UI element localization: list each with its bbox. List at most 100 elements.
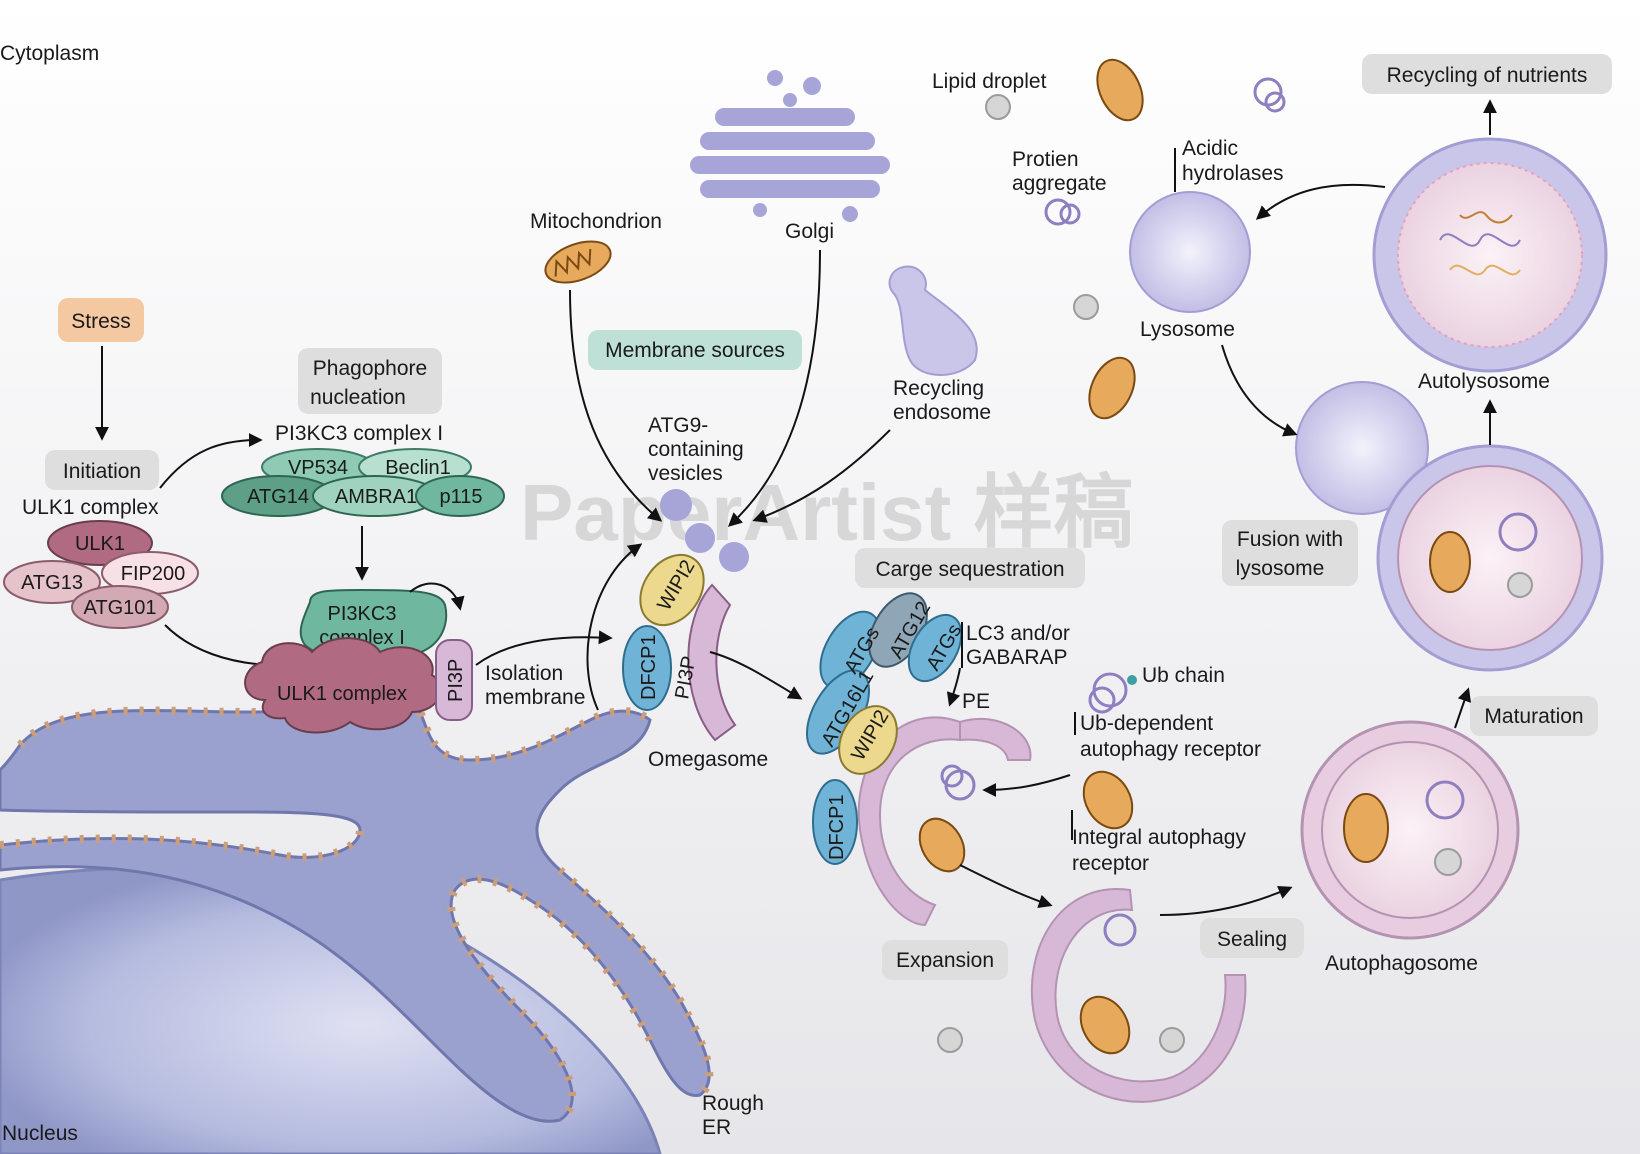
lc3-line1: LC3 and/or <box>966 622 1070 645</box>
rough-er-label-line2: ER <box>702 1116 731 1139</box>
p115-oval <box>415 475 505 517</box>
atg14-text: ATG14 <box>247 486 309 508</box>
golgi-to-vesicles-arrow <box>727 249 821 527</box>
omegasome-label: Omegasome <box>648 748 768 771</box>
stress-badge: Stress <box>58 298 144 342</box>
ulk1-cloud-text: ULK1 complex <box>277 683 407 705</box>
initiation-label: Initiation <box>63 460 141 483</box>
expansion-cargo <box>918 764 976 873</box>
atg9-vesicle-3 <box>719 542 749 572</box>
atg9-line1: ATG9- <box>648 414 708 437</box>
atgs-oval-2 <box>907 613 963 683</box>
atg101-text: ATG101 <box>84 597 157 619</box>
atg101-oval <box>71 585 169 629</box>
rough-er-label-line1: Rough <box>702 1092 764 1115</box>
atg9-line2: containing <box>648 438 744 461</box>
phagophore-nucleation-line1: Phagophore <box>313 357 427 380</box>
rough-er <box>0 695 714 1124</box>
recycling-endosome-line1: Recycling <box>893 377 984 400</box>
beclin1-text: Beclin1 <box>385 457 451 479</box>
dfcp1-text-expansion: DFCP1 <box>826 794 848 860</box>
ulk1-complex-group: ULK1 ATG13 FIP200 ATG101 <box>3 520 199 629</box>
initiation-to-nucleation-arrow <box>159 433 263 489</box>
atg13-text: ATG13 <box>21 572 83 594</box>
mito-to-vesicles-arrow <box>569 289 663 522</box>
cargo-sequestration-badge: Carge sequestration <box>855 548 1085 588</box>
pi3p-to-omegasome-arrow <box>475 630 613 666</box>
dfcp1-oval-omegasome <box>622 625 672 711</box>
mitochondrion-top <box>544 240 612 284</box>
recycling-badge: Recycling of nutrients <box>1362 54 1612 94</box>
fusion-badge: Fusion with lysosome <box>1222 520 1358 586</box>
mitochondrion-mid <box>1088 356 1136 420</box>
protein-aggregate-top <box>1253 77 1286 113</box>
cargo-to-phagophore-arrow <box>982 774 1071 797</box>
fusion-line2: lysosome <box>1236 557 1325 580</box>
nucleus-label: Nucleus <box>2 1122 78 1145</box>
ub-receptor-line1: Ub-dependent <box>1080 712 1213 735</box>
vps34-text: VP534 <box>288 457 348 479</box>
endosome-to-vesicles-arrow <box>752 429 891 523</box>
pi3p-tag-er-text: PI3P <box>445 659 467 702</box>
lipid-droplet-mid <box>1073 294 1099 320</box>
pi3kc3-box-line1: PI3KC3 <box>328 603 397 625</box>
maturation-badge: Maturation <box>1470 696 1598 736</box>
fusion-vesicle <box>1376 444 1604 672</box>
dfcp1-text-omegasome: DFCP1 <box>638 634 660 700</box>
ulk1-text: ULK1 <box>75 533 125 555</box>
atg13-oval <box>3 560 101 604</box>
pi3kc3-complex-title: PI3KC3 complex I <box>275 422 443 445</box>
cargo-mitochondrion-receptor <box>1082 770 1134 830</box>
wipi2-oval-expansion <box>838 705 898 775</box>
lysosome-label: Lysosome <box>1140 318 1235 341</box>
membrane-sources-badge: Membrane sources <box>588 330 802 370</box>
sealing-phagophore <box>1030 888 1247 1103</box>
autolysosome <box>1372 137 1608 373</box>
fusion-lysosome <box>1295 381 1429 515</box>
ambra1-text: AMBRA1 <box>335 486 417 508</box>
autolysosome-to-lysosome-arrow <box>1255 183 1386 220</box>
dfcp1-oval-expansion <box>812 779 858 865</box>
isolation-membrane-curve <box>586 543 643 711</box>
mitochondrion-top-right <box>1096 58 1144 122</box>
omegasome-to-expansion-arrow <box>709 651 803 700</box>
protein-aggregate-mid <box>1044 198 1081 226</box>
sealing-droplet <box>937 1027 963 1053</box>
atg9-vesicle-1 <box>660 489 692 521</box>
lipid-droplet <box>985 94 1011 120</box>
sealing-to-autophagosome-arrow <box>1159 885 1293 916</box>
phagophore-nucleation-line2: nucleation <box>310 386 406 409</box>
ulk1-cloud: ULK1 complex <box>244 637 443 734</box>
sealing-badge: Sealing <box>1200 918 1304 958</box>
atg9-line3: vesicles <box>648 462 723 485</box>
lipid-droplet-label: Lipid droplet <box>932 70 1047 93</box>
recycling-endosome <box>888 265 978 376</box>
autophagosome-label: Autophagosome <box>1325 952 1478 975</box>
recycling-label: Recycling of nutrients <box>1387 64 1588 87</box>
lysosome-to-fusion-arrow <box>1221 344 1298 437</box>
autophagosome <box>1300 720 1520 940</box>
pe-label: PE <box>962 690 990 713</box>
expansion-label: Expansion <box>896 949 994 972</box>
integral-receptor-line1: Integral autophagy <box>1072 826 1246 849</box>
protein-aggregate-line2: aggregate <box>1012 172 1107 195</box>
autolysosome-label: Autolysosome <box>1418 370 1550 393</box>
ub-receptor-line2: autophagy receptor <box>1080 738 1261 761</box>
acidic-line1: Acidic <box>1182 137 1238 160</box>
mitochondrion-label: Mitochondrion <box>530 210 662 233</box>
cargo-sequestration-label: Carge sequestration <box>875 558 1064 581</box>
pi3kc3-complex-group: VP534 Beclin1 ATG14 AMBRA1 p115 <box>221 448 505 517</box>
recycling-endosome-line2: endosome <box>893 401 991 424</box>
sealing-label: Sealing <box>1217 928 1287 951</box>
membrane-sources-label: Membrane sources <box>605 339 785 362</box>
protein-aggregate-line1: Protien <box>1012 148 1079 171</box>
expansion-to-sealing-arrow <box>959 864 1053 909</box>
integral-receptor-line2: receptor <box>1072 852 1149 875</box>
cytoplasm-label: Cytoplasm <box>0 42 99 65</box>
lysosome <box>1129 191 1251 313</box>
ub-chain-label: Ub chain <box>1142 664 1225 687</box>
maturation-label: Maturation <box>1484 705 1583 728</box>
omegasome: PI3P WIPI2 DFCP1 <box>622 553 737 742</box>
